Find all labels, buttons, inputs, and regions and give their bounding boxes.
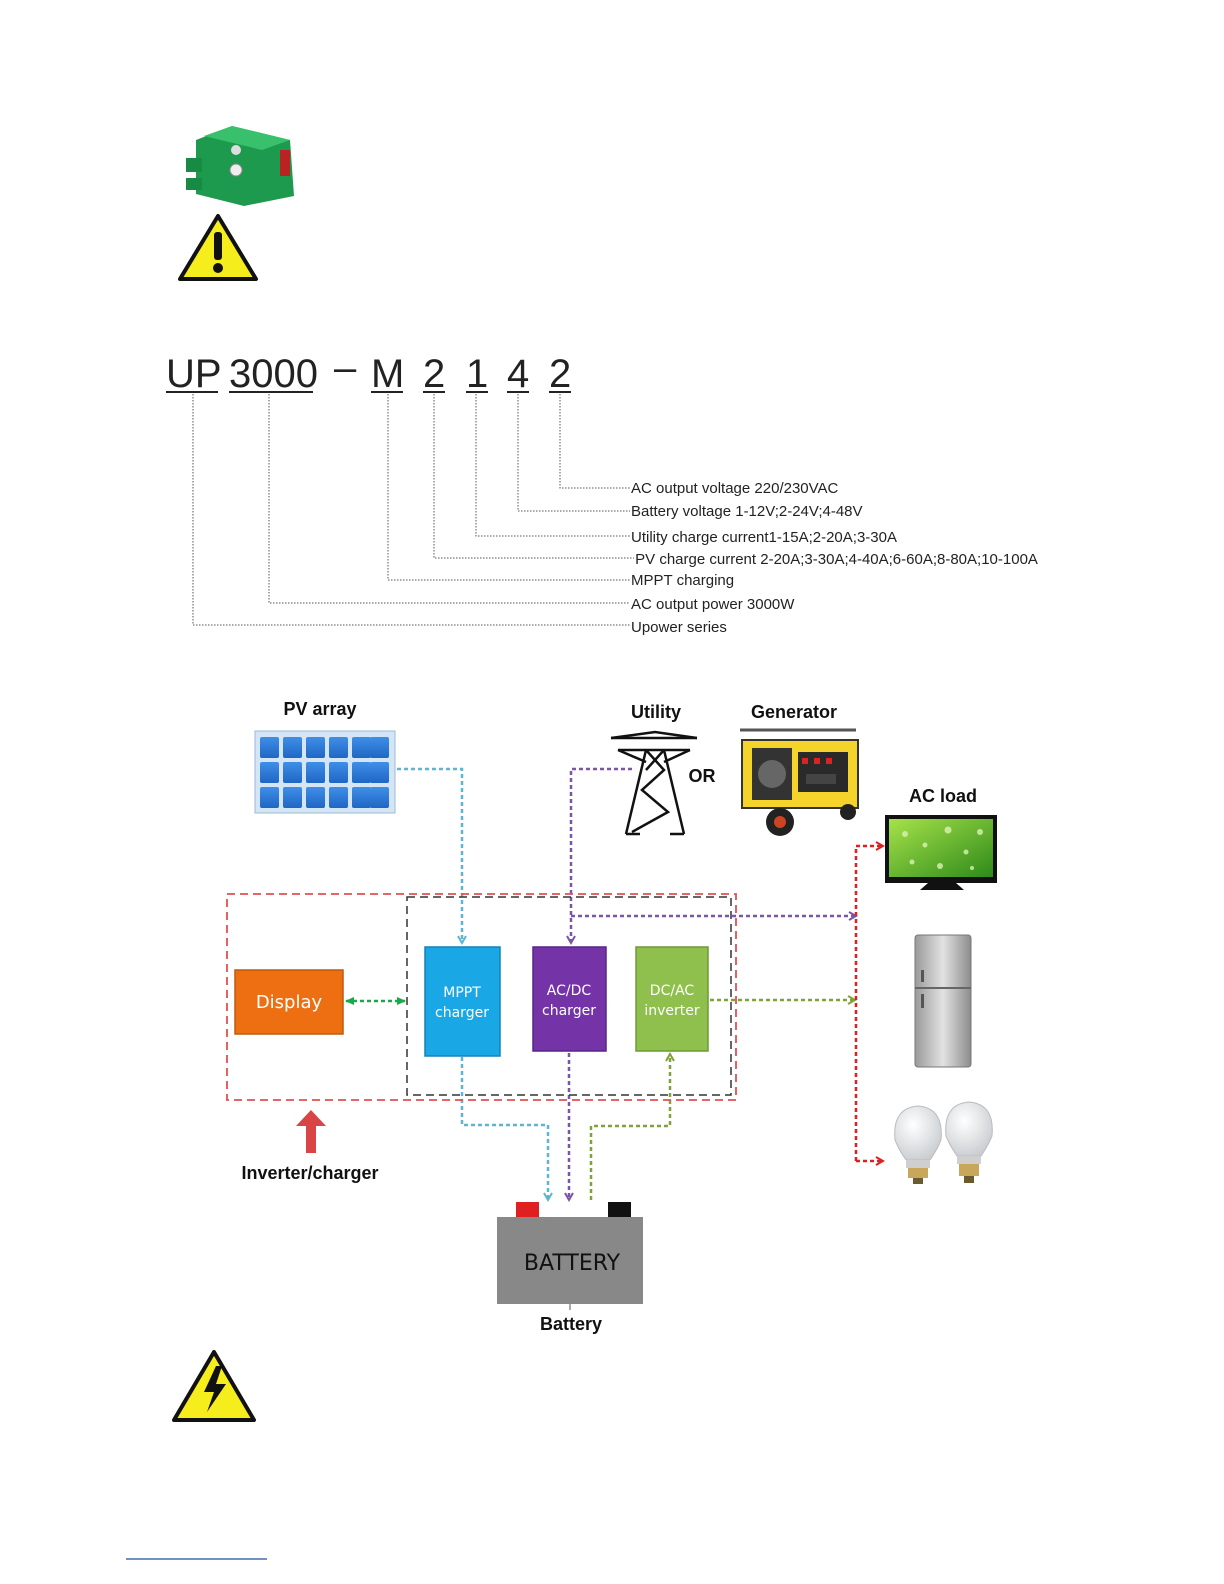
generator-icon: [740, 728, 859, 836]
model-code: UP 3000 – M 2 1 4 2: [166, 346, 571, 396]
inverter-charger-border: [226, 893, 737, 1101]
dcac-label-line1: DC/AC: [650, 983, 695, 999]
legend-mppt-charging: MPPT charging: [631, 572, 734, 589]
code-leader-lines: [192, 394, 634, 626]
code-utility-current: 1: [466, 352, 488, 396]
mppt-label-line1: MPPT: [443, 985, 481, 1001]
legend-upower-series: Upower series: [631, 619, 727, 636]
tv-icon: [885, 815, 997, 890]
legend-pv-charge-current: PV charge current 2-20A;3-30A;4-40A;6-60…: [631, 551, 1038, 568]
code-pv-current: 2: [423, 352, 445, 396]
code-battery-voltage: 4: [507, 352, 529, 396]
solar-panel-icon: [254, 730, 396, 814]
light-bulb-icon: [894, 1105, 942, 1184]
ac-load-label: AC load: [909, 786, 977, 806]
utility-flow-line: [569, 767, 856, 1200]
load-distribution-line: [854, 846, 883, 1161]
dcac-inverter-box: DC/AC inverter: [635, 946, 709, 1052]
acdc-label-line1: AC/DC: [547, 983, 592, 999]
legend-utility-charge-current: Utility charge current1-15A;2-20A;3-30A: [631, 529, 897, 546]
pv-flow-line: [397, 767, 548, 1200]
inverter-flow-line: [589, 1000, 855, 1200]
acdc-label-line2: charger: [542, 1003, 596, 1019]
code-power: 3000: [229, 352, 318, 396]
mppt-label-line2: charger: [435, 1005, 489, 1021]
code-ac-voltage: 2: [549, 352, 571, 396]
utility-label: Utility: [631, 702, 681, 722]
code-mppt: M: [371, 352, 404, 396]
terminal-connector-icon: [186, 126, 294, 206]
code-prefix: UP: [166, 352, 222, 396]
warning-icon: [178, 214, 258, 281]
battery-icon: BATTERY: [497, 1202, 643, 1310]
inverter-charger-arrow: [296, 1110, 326, 1153]
legend-ac-output-voltage: AC output voltage 220/230VAC: [631, 480, 839, 497]
transmission-tower-icon: [610, 730, 698, 836]
refrigerator-icon: [914, 934, 972, 1068]
legend-ac-output-power: AC output power 3000W: [631, 596, 795, 613]
acdc-charger-box: AC/DC charger: [532, 946, 607, 1052]
legend-battery-voltage: Battery voltage 1-12V;2-24V;4-48V: [631, 503, 863, 520]
battery-label: Battery: [540, 1314, 602, 1334]
display-box: Display: [234, 969, 344, 1035]
converter-group-border: [406, 896, 732, 1096]
pv-array-label: PV array: [283, 699, 356, 719]
mppt-charger-box: MPPT charger: [424, 946, 501, 1057]
code-dash: –: [334, 346, 357, 390]
display-label: Display: [256, 992, 323, 1013]
dcac-label-line2: inverter: [644, 1003, 700, 1019]
generator-label: Generator: [751, 702, 837, 722]
light-bulb-icon: [945, 1101, 993, 1183]
high-voltage-icon: [172, 1350, 256, 1422]
or-label: OR: [689, 766, 716, 786]
code-legend: AC output voltage 220/230VAC Battery vol…: [631, 480, 1038, 636]
inverter-charger-label: Inverter/charger: [241, 1163, 378, 1183]
battery-box-label: BATTERY: [524, 1251, 621, 1276]
